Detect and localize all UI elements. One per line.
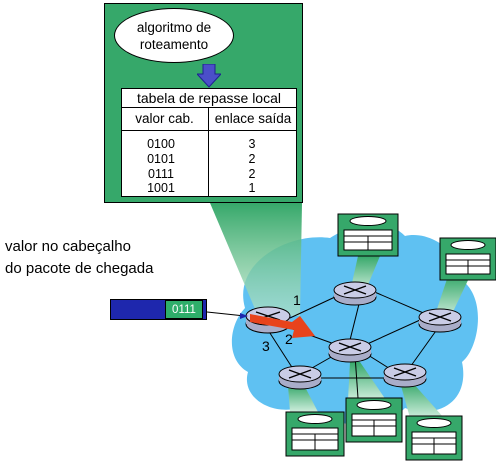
mini-router-table xyxy=(345,397,403,443)
mini-router-table xyxy=(405,415,463,461)
table-cell-link: 2 xyxy=(248,167,256,181)
table-cell-value: 0111 xyxy=(148,167,174,181)
forwarding-table xyxy=(121,88,297,197)
routing-algorithm-oval: algoritmo de roteamento xyxy=(114,8,234,63)
router xyxy=(383,363,427,388)
mini-router-table xyxy=(285,411,345,457)
router xyxy=(333,281,377,306)
routing-algorithm-line2: roteamento xyxy=(139,36,209,52)
table-cell-value: 0100 xyxy=(147,137,175,151)
incoming-label-line1: valor no cabeçalho xyxy=(5,238,131,255)
table-cell-value: 0101 xyxy=(147,152,175,166)
table-cell-link: 3 xyxy=(248,137,256,151)
table-beam xyxy=(288,385,318,412)
table-cell-link: 2 xyxy=(248,152,256,166)
forwarding-arrow xyxy=(250,314,315,338)
link-label-2: 2 xyxy=(285,331,293,347)
mini-router-table xyxy=(439,237,496,281)
incoming-header-label: valor no cabeçalho do pacote de chegada xyxy=(5,236,153,280)
incoming-arrow-head xyxy=(240,313,248,319)
router xyxy=(328,338,372,363)
link-label-3: 3 xyxy=(262,338,270,354)
column-header-link: enlace saída xyxy=(214,111,292,126)
table-divider xyxy=(121,130,297,131)
down-arrow-icon xyxy=(197,64,221,88)
table-cell-value: 1001 xyxy=(147,181,175,195)
table-divider xyxy=(121,107,297,108)
packet-header-value: 0111 xyxy=(165,300,203,319)
router-beam xyxy=(210,203,302,316)
table-column-divider xyxy=(208,107,209,197)
router xyxy=(418,308,462,333)
table-beam xyxy=(434,276,470,318)
routing-algorithm-line1: algoritmo de xyxy=(136,19,212,35)
column-header-value: valor cab. xyxy=(135,111,194,126)
router xyxy=(278,365,322,390)
table-cell-link: 1 xyxy=(248,181,256,195)
link-label-1: 1 xyxy=(293,292,301,308)
table-beam xyxy=(400,382,444,418)
incoming-label-line2: do pacote de chegada xyxy=(5,260,154,277)
mini-router-table xyxy=(337,213,399,257)
forwarding-table-title: tabela de repasse local xyxy=(137,90,281,106)
